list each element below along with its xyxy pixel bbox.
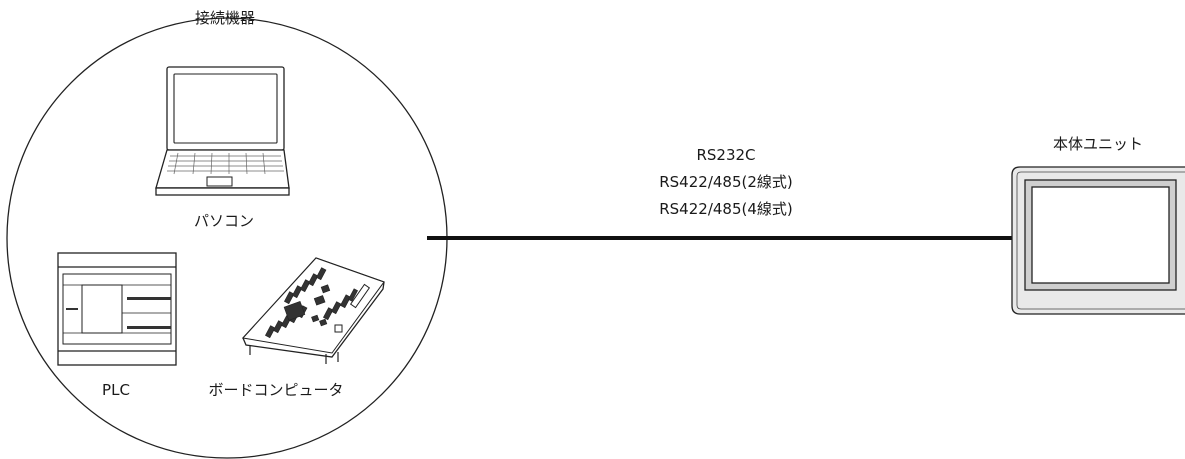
protocol-rs232c: RS232C (696, 146, 756, 164)
pc-label: パソコン (193, 212, 255, 230)
protocol-rs422-485-4wire: RS422/485(4線式) (659, 200, 793, 218)
plc-icon (57, 252, 177, 366)
connected-devices-label: 接続機器 (194, 9, 256, 27)
plc-label: PLC (102, 381, 130, 399)
laptop-pc-icon (155, 66, 290, 196)
main-unit-icon (1011, 166, 1185, 315)
board-computer-label: ボードコンピュータ (208, 381, 344, 399)
protocol-rs422-485-2wire: RS422/485(2線式) (659, 173, 793, 191)
main-unit-label: 本体ユニット (1052, 135, 1144, 153)
protocol-list: RS232C RS422/485(2線式) RS422/485(4線式) (659, 142, 793, 223)
board-computer-icon (242, 257, 385, 364)
